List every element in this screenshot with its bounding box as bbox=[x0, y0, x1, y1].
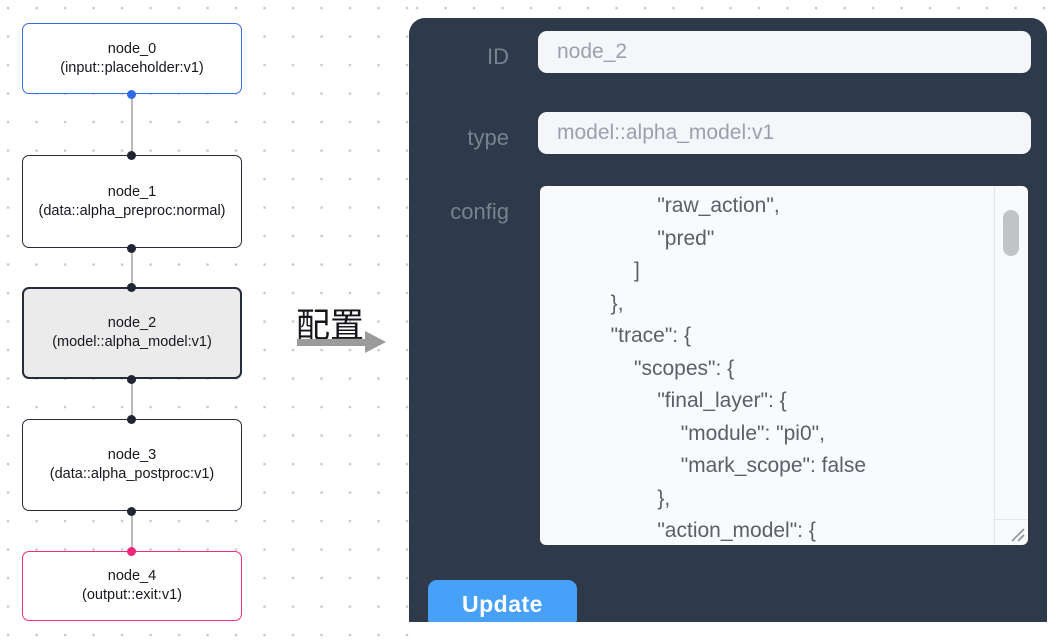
type-field-label: type bbox=[467, 125, 509, 150]
port-node1-input[interactable] bbox=[127, 150, 136, 160]
port-node2-input[interactable] bbox=[127, 282, 136, 292]
node-title: node_2 bbox=[107, 315, 157, 331]
config-field-label: config bbox=[450, 199, 509, 224]
type-input[interactable] bbox=[538, 112, 1031, 154]
graph-node-node0[interactable]: node_0 (input::placeholder:v1) bbox=[22, 23, 242, 94]
graph-node-node2-selected[interactable]: node_2 (model::alpha_model:v1) bbox=[22, 287, 242, 379]
node-title: node_1 bbox=[107, 183, 157, 200]
edge-node1-node2 bbox=[131, 248, 133, 287]
resize-grip-icon bbox=[1011, 528, 1025, 542]
node-title: node_0 bbox=[107, 40, 157, 57]
scrollbar-track[interactable] bbox=[994, 186, 1028, 545]
port-node3-input[interactable] bbox=[127, 414, 136, 424]
port-node0-output[interactable] bbox=[127, 89, 136, 99]
port-node4-input[interactable] bbox=[127, 546, 136, 556]
node-subtitle: (data::alpha_postproc:v1) bbox=[49, 466, 215, 482]
edge-node0-node1 bbox=[131, 94, 133, 155]
resize-corner[interactable] bbox=[994, 519, 1028, 545]
arrow-right-icon bbox=[297, 339, 367, 346]
config-textarea[interactable]: "raw_action", "pred" ] }, "trace": { "sc… bbox=[540, 186, 1028, 545]
node-subtitle: (input::placeholder:v1) bbox=[60, 59, 204, 76]
port-node1-output[interactable] bbox=[127, 243, 136, 253]
update-button[interactable]: Update bbox=[428, 580, 577, 622]
node-subtitle: (output::exit:v1) bbox=[82, 587, 182, 603]
arrow-right-head-icon bbox=[365, 331, 386, 353]
graph-node-node3[interactable]: node_3 (data::alpha_postproc:v1) bbox=[22, 419, 242, 511]
config-json-text: "raw_action", "pred" ] }, "trace": { "sc… bbox=[610, 194, 867, 542]
node-subtitle: (data::alpha_preproc:normal) bbox=[38, 202, 226, 219]
port-node2-output[interactable] bbox=[127, 374, 136, 384]
node-title: node_3 bbox=[107, 447, 157, 463]
port-node3-output[interactable] bbox=[127, 506, 136, 516]
graph-node-node1[interactable]: node_1 (data::alpha_preproc:normal) bbox=[22, 155, 242, 248]
edge-node3-node4 bbox=[131, 511, 133, 551]
node-config-panel: ID type config "raw_action", "pred" ] },… bbox=[409, 18, 1047, 622]
scrollbar-thumb[interactable] bbox=[1003, 210, 1019, 256]
graph-node-node4[interactable]: node_4 (output::exit:v1) bbox=[22, 551, 242, 621]
id-field-label: ID bbox=[487, 44, 509, 69]
edge-node2-node3 bbox=[131, 379, 133, 419]
node-subtitle: (model::alpha_model:v1) bbox=[52, 334, 212, 350]
node-title: node_4 bbox=[107, 568, 157, 584]
id-input[interactable] bbox=[538, 31, 1031, 73]
